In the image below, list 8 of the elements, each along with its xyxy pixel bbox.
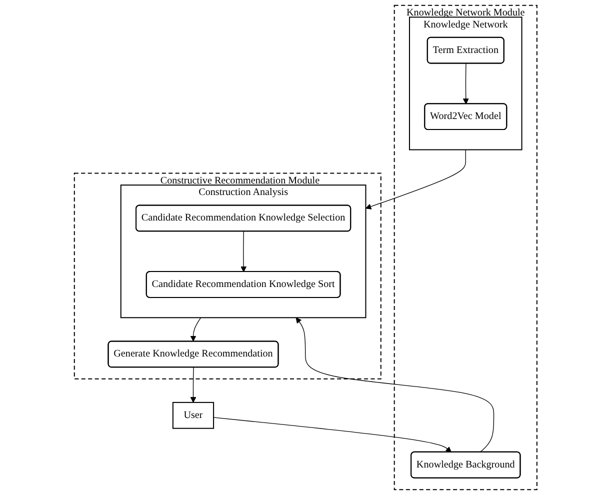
arrow [190, 367, 196, 403]
node-box: User [172, 402, 214, 429]
arrow [365, 149, 466, 210]
arrow [462, 63, 469, 104]
arrow [296, 317, 494, 452]
arrow [190, 317, 201, 342]
arrow [213, 417, 452, 453]
arrow [240, 231, 246, 272]
